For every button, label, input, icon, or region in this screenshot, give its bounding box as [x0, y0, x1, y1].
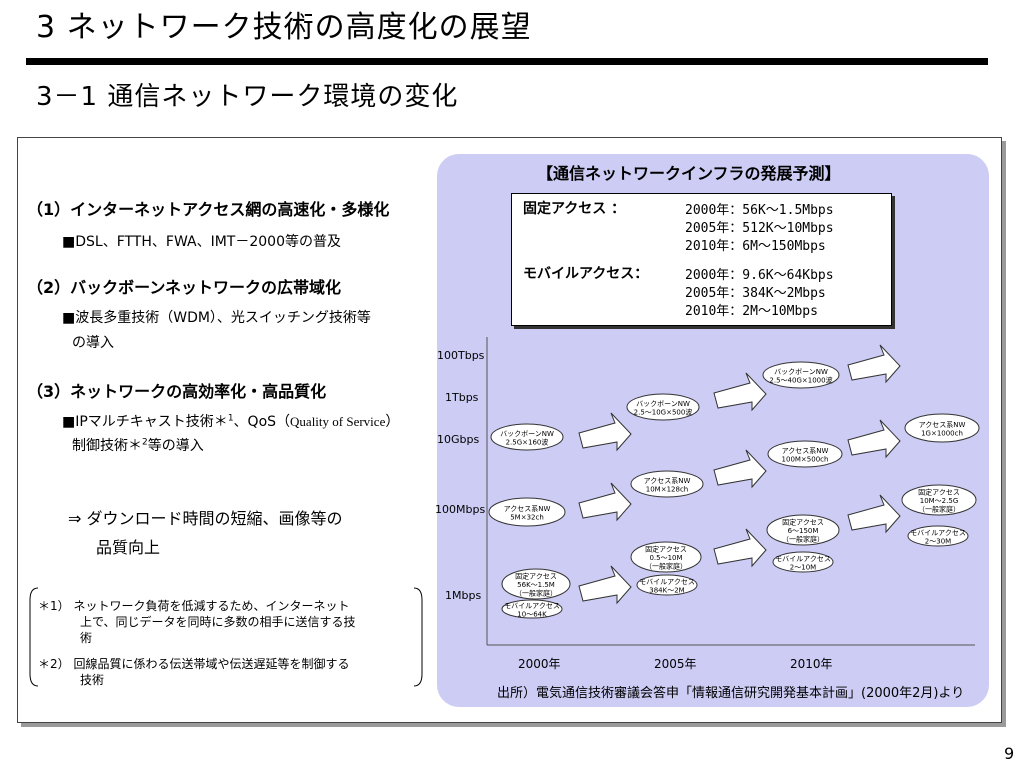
heading-3-detail-line1: ■IPマルチキャスト技術＊1、QoS（Quality of Service）	[62, 411, 399, 431]
x-tick-label: 2000年	[518, 657, 561, 671]
x-tick-label: 2005年	[654, 657, 697, 671]
mobile-row-2010: 2010年：2M～10Mbps	[685, 304, 818, 319]
result-line1: ⇒ ダウンロード時間の短縮、画像等の	[68, 509, 343, 528]
footnote-ref-1: 1	[227, 413, 234, 424]
forecast-summary-box	[511, 193, 892, 326]
footnote-2-line2: 技術	[80, 673, 105, 687]
x-tick-label: 2010年	[790, 657, 833, 671]
panel-title: 【通信ネットワークインフラの発展予測】	[537, 164, 841, 183]
h3-part-c: ）	[385, 414, 400, 430]
result-line2: 品質向上	[96, 538, 161, 557]
h3-part-b: 、QoS（	[233, 414, 291, 430]
fixed-row-2005: 2005年：512K～10Mbps	[685, 221, 834, 236]
y-tick-label: 100Tbps	[437, 349, 485, 362]
source-citation: 出所）電気通信技術審議会答申「情報通信研究開発基本計画」(2000年2月)より	[497, 686, 965, 701]
mobile-row-2000: 2000年：9.6K～64Kbps	[685, 268, 834, 283]
heading-2-detail-line2: の導入	[72, 335, 114, 351]
footnote-1-line2: 上で、同じデータを同時に多数の相手に送信する技	[80, 615, 356, 629]
y-tick-label: 1Mbps	[445, 589, 482, 602]
title-rule	[26, 58, 988, 65]
heading-3-detail-line2: 制御技術＊2等の導入	[72, 435, 204, 455]
mobile-row-2005: 2005年：384K～2Mbps	[685, 286, 826, 301]
h3-line2-b: 等の導入	[147, 438, 204, 454]
fixed-row-2010: 2010年：6M～150Mbps	[685, 239, 826, 254]
y-tick-label: 1Tbps	[445, 391, 479, 404]
footnote-ref-2: 2	[142, 437, 148, 448]
footnote-2-line1: ＊2） 回線品質に係わる伝送帯域や伝送遅延等を制御する	[38, 657, 350, 671]
heading-2: （2）バックボーンネットワークの広帯域化	[27, 278, 342, 297]
page-subtitle: 3－1 通信ネットワーク環境の変化	[36, 82, 459, 112]
fixed-access-label: 固定アクセス ：	[523, 201, 626, 217]
y-tick-label: 100Mbps	[435, 503, 486, 516]
h3-line2-a: 制御技術＊	[72, 438, 142, 454]
y-tick-label: 10Gbps	[437, 433, 480, 446]
page-title: 3 ネットワーク技術の高度化の展望	[36, 10, 532, 45]
heading-2-detail-line1: ■波長多重技術（WDM）、光スイッチング技術等	[62, 310, 371, 326]
heading-1: （1）インターネットアクセス網の高速化・多様化	[27, 200, 390, 219]
h3-part-a: ■IPマルチキャスト技術＊	[62, 414, 228, 430]
heading-1-detail: ■DSL、FTTH、FWA、IMT－2000等の普及	[62, 234, 341, 250]
page-number: 9	[1004, 744, 1015, 763]
qos-term: Quality of Service	[290, 414, 386, 429]
heading-3: （3）ネットワークの高効率化・高品質化	[27, 382, 327, 401]
mobile-access-label: モバイルアクセス：	[523, 266, 649, 282]
footnote-1-line3: 術	[80, 631, 93, 645]
footnote-1-line1: ＊1） ネットワーク負荷を低減するため、インターネット	[38, 599, 350, 613]
note-brackets	[29, 587, 423, 687]
fixed-row-2000: 2000年：56K～1.5Mbps	[685, 203, 834, 218]
